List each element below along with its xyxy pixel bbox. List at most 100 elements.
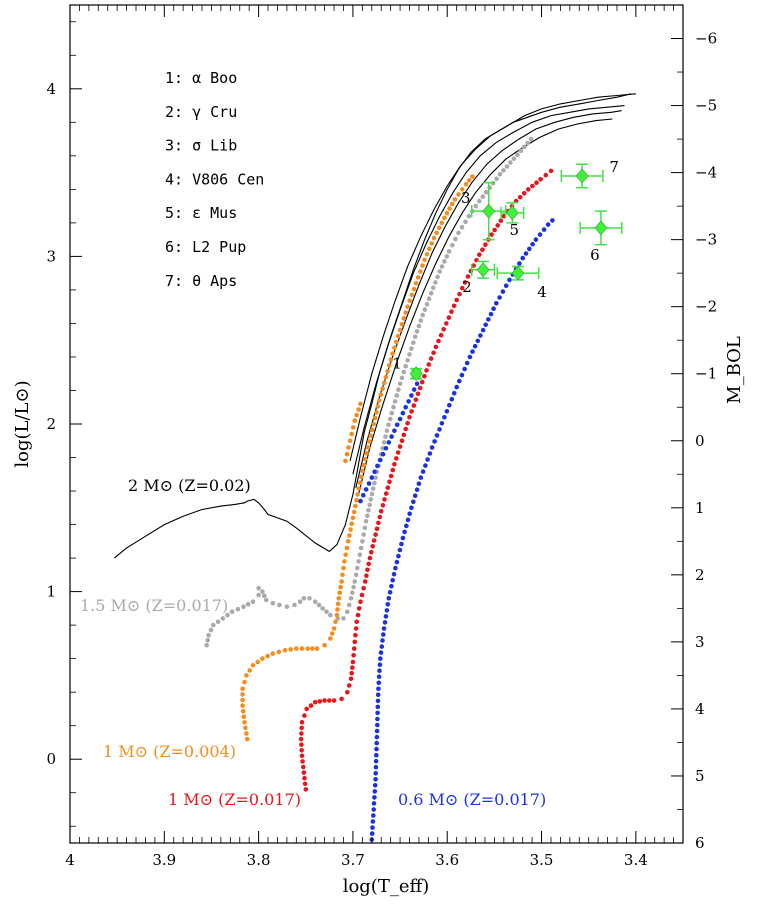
track-point <box>378 656 383 661</box>
track-point <box>480 247 485 252</box>
track-point <box>541 227 547 232</box>
track-point <box>360 539 365 544</box>
track-point <box>301 770 307 775</box>
track-point <box>352 579 358 584</box>
track-point <box>353 626 359 631</box>
track-point <box>394 456 399 461</box>
track-point <box>466 178 472 183</box>
track-point <box>447 206 452 211</box>
track-point <box>284 604 290 609</box>
y2-tick-label: 1 <box>695 499 705 517</box>
track-point <box>412 334 418 340</box>
track-point <box>240 697 245 703</box>
track-point <box>526 187 531 192</box>
track-point <box>299 742 304 747</box>
track-point <box>414 487 420 493</box>
star-7: 7 <box>560 158 619 189</box>
series-layer <box>113 93 636 842</box>
star-5: 5 <box>500 202 525 239</box>
track-point <box>355 612 361 618</box>
track-point <box>412 493 418 499</box>
track-point <box>381 632 386 637</box>
track-point <box>437 427 442 432</box>
track-point <box>422 307 428 312</box>
track-point <box>500 289 506 294</box>
track-point <box>358 401 363 407</box>
track-point <box>477 198 482 204</box>
track-point <box>397 416 403 422</box>
track-point <box>211 622 216 628</box>
track-point <box>523 251 529 256</box>
track-point <box>255 659 260 665</box>
y2-tick-label: −2 <box>695 298 717 316</box>
track-point <box>416 481 422 487</box>
track-point <box>370 544 376 549</box>
track-point <box>417 385 423 391</box>
track-point <box>361 585 366 591</box>
track-point <box>351 584 356 590</box>
track-line-0-1 <box>352 105 625 475</box>
track-point <box>329 631 335 636</box>
track-point <box>341 565 346 571</box>
x-tick-label: 3.4 <box>624 851 648 869</box>
track-point <box>322 698 327 703</box>
track-line-0-3 <box>358 118 613 495</box>
track-point <box>241 604 246 609</box>
track-point <box>492 227 497 233</box>
track-point <box>423 463 428 468</box>
track-point <box>451 303 457 309</box>
track-point <box>527 246 532 252</box>
track-point <box>348 596 354 601</box>
track-point <box>350 665 355 670</box>
track-point <box>507 277 512 283</box>
track-point <box>364 573 369 578</box>
track-point <box>244 731 249 736</box>
track-point <box>351 646 357 651</box>
track-point <box>446 315 452 320</box>
track-point <box>467 354 473 360</box>
track-point <box>503 283 509 289</box>
track-point <box>322 642 327 648</box>
track-point <box>368 433 374 439</box>
y2-tick-label: 3 <box>695 633 705 651</box>
track-point <box>464 360 470 366</box>
track-point <box>361 532 366 537</box>
track-point <box>442 415 447 420</box>
track-point <box>422 373 427 379</box>
track-point <box>427 451 433 456</box>
star-number-label: 1 <box>392 355 402 373</box>
track-point <box>299 725 305 731</box>
star-2: 2 <box>462 260 496 296</box>
track-point <box>501 168 506 173</box>
track-point <box>497 295 502 300</box>
track-point <box>424 368 429 373</box>
track-point <box>337 590 343 595</box>
track-point <box>312 699 318 705</box>
track-point <box>354 498 359 503</box>
track-point <box>338 584 344 590</box>
track-point <box>449 309 454 315</box>
track-point <box>374 740 380 746</box>
star-marker <box>409 366 423 382</box>
track-point <box>299 753 305 759</box>
track-point <box>451 390 457 396</box>
track-point <box>470 349 475 354</box>
track-point <box>409 409 414 414</box>
track-point <box>355 565 360 571</box>
track-point <box>444 409 450 414</box>
track-point <box>377 398 382 403</box>
star-4: 4 <box>496 265 547 301</box>
track-point <box>442 259 447 264</box>
y-tick-label: 0 <box>46 750 56 768</box>
track-point <box>374 746 379 752</box>
track-point <box>229 609 235 614</box>
track-point <box>298 736 304 742</box>
track-point <box>362 525 368 531</box>
track-point <box>339 696 344 702</box>
track-point <box>336 596 342 601</box>
track-point <box>456 230 461 236</box>
track-point <box>352 639 358 645</box>
star-marker <box>594 220 608 236</box>
track-point <box>434 433 440 438</box>
track-point <box>396 553 401 559</box>
